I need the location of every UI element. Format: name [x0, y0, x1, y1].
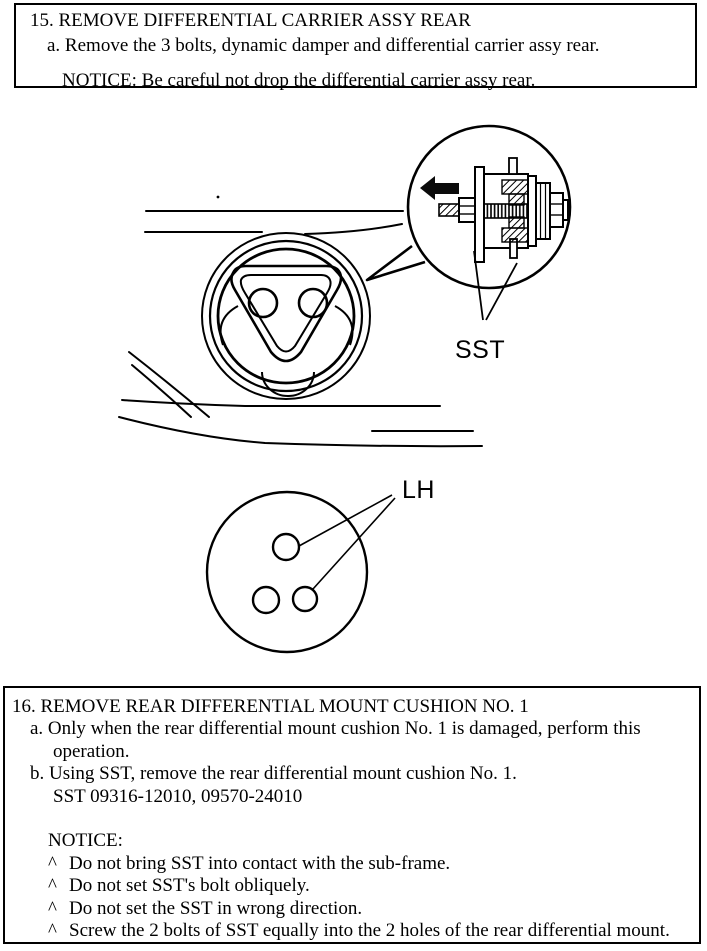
ear-bottom [261, 371, 315, 397]
subframe-outline [118, 195, 483, 448]
tool-right-plate [527, 175, 537, 247]
cushion-hole-left [247, 287, 279, 319]
sst-part-numbers: SST 09316-12010, 09570-24010 [53, 785, 303, 807]
lh-hole-top [271, 532, 301, 562]
cushion-inner-outline [239, 274, 332, 353]
notice-item-text: Do not set SST's bolt obliquely. [69, 875, 310, 897]
ear-left [219, 305, 239, 346]
notice-item: ^ Do not set the SST in wrong direction. [48, 898, 699, 920]
lh-label: LH [402, 476, 435, 504]
mount-face-circle [205, 490, 369, 654]
differential-mount-figure: SST LH [118, 124, 572, 654]
callout-tail [365, 244, 426, 282]
tool-flange-plate [474, 166, 485, 263]
tool-nut-right [549, 192, 564, 228]
bullet-caret: ^ [48, 897, 57, 919]
cushion-hole-right [297, 287, 329, 319]
ear-right [334, 305, 354, 346]
step-15-title: 15. REMOVE DIFFERENTIAL CARRIER ASSY REA… [30, 10, 471, 31]
tool-threaded-rod-left [438, 203, 461, 217]
hole-bottom-left [251, 585, 281, 615]
tool-cylinder [535, 182, 551, 240]
tool-nut-left [458, 197, 476, 223]
step-15-section: 15. REMOVE DIFFERENTIAL CARRIER ASSY REA… [14, 3, 697, 91]
sst-callout: SST [365, 124, 572, 364]
callout-tail-mask [366, 245, 427, 281]
tool-end-stub [562, 199, 569, 221]
notice-item-text: Do not set the SST in wrong direction. [69, 897, 363, 919]
tool-top-tab [508, 157, 518, 175]
notice-item: ^ Screw the 2 bolts of SST equally into t… [48, 920, 699, 942]
lh-hole-diagram: LH [205, 476, 435, 654]
notice-item-text: Screw the 2 bolts of SST equally into th… [69, 920, 670, 942]
step-16-substep-b: b. Using SST, remove the rear differenti… [30, 763, 517, 785]
notice-item-text: Do not bring SST into contact with the s… [69, 852, 451, 874]
step-16-section: 16. REMOVE REAR DIFFERENTIAL MOUNT CUSHI… [3, 686, 701, 944]
bullet-caret: ^ [48, 852, 57, 874]
notice-item: ^ Do not bring SST into contact with the … [48, 853, 699, 875]
direction-arrow-icon [420, 176, 459, 200]
sst-tool-drawing [420, 157, 569, 263]
step-15-notice: NOTICE: Be careful not drop the differen… [62, 70, 536, 91]
step-16-substep-a-line2: operation. [53, 740, 130, 762]
bullet-caret: ^ [48, 875, 57, 897]
step-16-substep-a-line1: a. Only when the rear differential mount… [30, 718, 641, 740]
spacer [5, 808, 699, 830]
bullet-caret: ^ [48, 920, 57, 942]
step-16-notice-heading: NOTICE: [48, 830, 123, 852]
step-16-title: 16. REMOVE REAR DIFFERENTIAL MOUNT CUSHI… [12, 696, 529, 717]
notice-item: ^ Do not set SST's bolt obliquely. [48, 875, 699, 897]
step-15-substep-a: a. Remove the 3 bolts, dynamic damper an… [47, 35, 600, 56]
lh-hole-bottom-right [291, 585, 319, 613]
cushion-outer-outline [230, 264, 343, 363]
sst-label: SST [455, 336, 505, 364]
sst-leader-lines [473, 250, 518, 321]
lh-leader-lines [298, 494, 396, 590]
mount-cushion-front-view [201, 232, 371, 400]
